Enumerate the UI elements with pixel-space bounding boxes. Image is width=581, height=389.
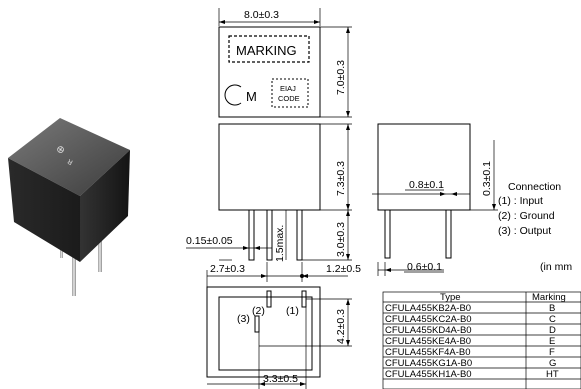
code-label: CODE <box>278 94 300 103</box>
table-cell-type: CFULA455KB2A-B0 <box>385 303 471 314</box>
lead-length-dim: 3.0±0.3 <box>335 222 347 257</box>
lead-width-dim: 0.15±0.05 <box>186 235 233 247</box>
table-header-marking: Marking <box>532 292 566 303</box>
connection-legend: Connection (1) : Input (2) : Ground (3) … <box>498 181 572 273</box>
table-cell-marking: D <box>549 325 556 336</box>
connection-item: (2) : Ground <box>498 210 555 222</box>
table-cell-marking: HT <box>546 369 559 380</box>
marking-box <box>228 35 310 63</box>
front-view: 0.15±0.05 1.5max. 7.3±0.3 3.0±0.3 2.7±0.… <box>186 123 361 290</box>
top-height-dim: 7.0±0.3 <box>335 60 347 95</box>
max-dim: 1.5max. <box>274 225 286 262</box>
table-header-type: Type <box>440 292 461 303</box>
eiaj-label: EIAJ <box>280 84 296 93</box>
table-cell-type: CFULA455KD4A-B0 <box>385 325 472 336</box>
connection-title: Connection <box>508 181 561 193</box>
table-cell-type: CFULA455KH1A-B0 <box>385 369 472 380</box>
connection-item: (3) : Output <box>498 225 551 237</box>
bottom-outer-outline <box>206 286 321 378</box>
connection-item: (1) : Input <box>498 195 543 207</box>
lead-spacing-dim: 0.8±0.1 <box>409 179 444 191</box>
pin3-label: (3) <box>237 313 250 325</box>
side-bottom-dim: 0.6±0.1 <box>407 261 442 273</box>
table-cell-marking: B <box>549 303 555 314</box>
front-height-dim: 7.3±0.3 <box>335 161 347 196</box>
table-cell-marking: G <box>549 358 556 369</box>
side-body-outline <box>377 123 471 211</box>
svg-text:ᴚ: ᴚ <box>66 156 75 167</box>
bottom-right-dim: 1.2±0.5 <box>326 263 361 275</box>
units-note: (in mm <box>540 261 572 273</box>
bottom-view: (2) (1) (3) 4.2±0.3 3.3±0.5 <box>206 286 352 389</box>
logo-letter: M <box>246 89 257 104</box>
logo-icon <box>224 84 242 106</box>
pin1-label: (1) <box>286 305 299 317</box>
bottom-inner-outline <box>218 296 313 371</box>
marking-label: MARKING <box>236 43 297 58</box>
front-body-outline <box>218 123 321 211</box>
table-cell-type: CFULA455KC2A-B0 <box>385 314 472 325</box>
bottom-left-dim: 2.7±0.3 <box>210 263 245 275</box>
bottom-height-dim: 4.2±0.3 <box>335 309 347 344</box>
table-cell-marking: E <box>549 336 555 347</box>
table-cell-marking: F <box>549 347 555 358</box>
table-cell-marking: C <box>549 314 556 325</box>
side-view: 0.8±0.1 0.3±0.1 0.6±0.1 <box>372 123 498 276</box>
top-width-dim: 8.0±0.3 <box>244 9 279 21</box>
top-body-outline <box>218 26 321 118</box>
eiaj-code-box <box>271 78 309 108</box>
bottom-width-dim: 3.3±0.5 <box>263 373 298 385</box>
table-cell-type: CFULA455KF4A-B0 <box>385 347 471 358</box>
type-marking-table: Type Marking CFULA455KB2A-B0 B CFULA455K… <box>382 291 581 389</box>
top-view: 8.0±0.3 MARKING M EIAJ CODE 7.0±0.3 <box>218 8 352 118</box>
side-top-dim: 0.3±0.1 <box>481 161 493 196</box>
table-cell-type: CFULA455KG1A-B0 <box>385 358 472 369</box>
table-cell-type: CFULA455KE4A-B0 <box>385 336 471 347</box>
pin2-label: (2) <box>252 305 265 317</box>
